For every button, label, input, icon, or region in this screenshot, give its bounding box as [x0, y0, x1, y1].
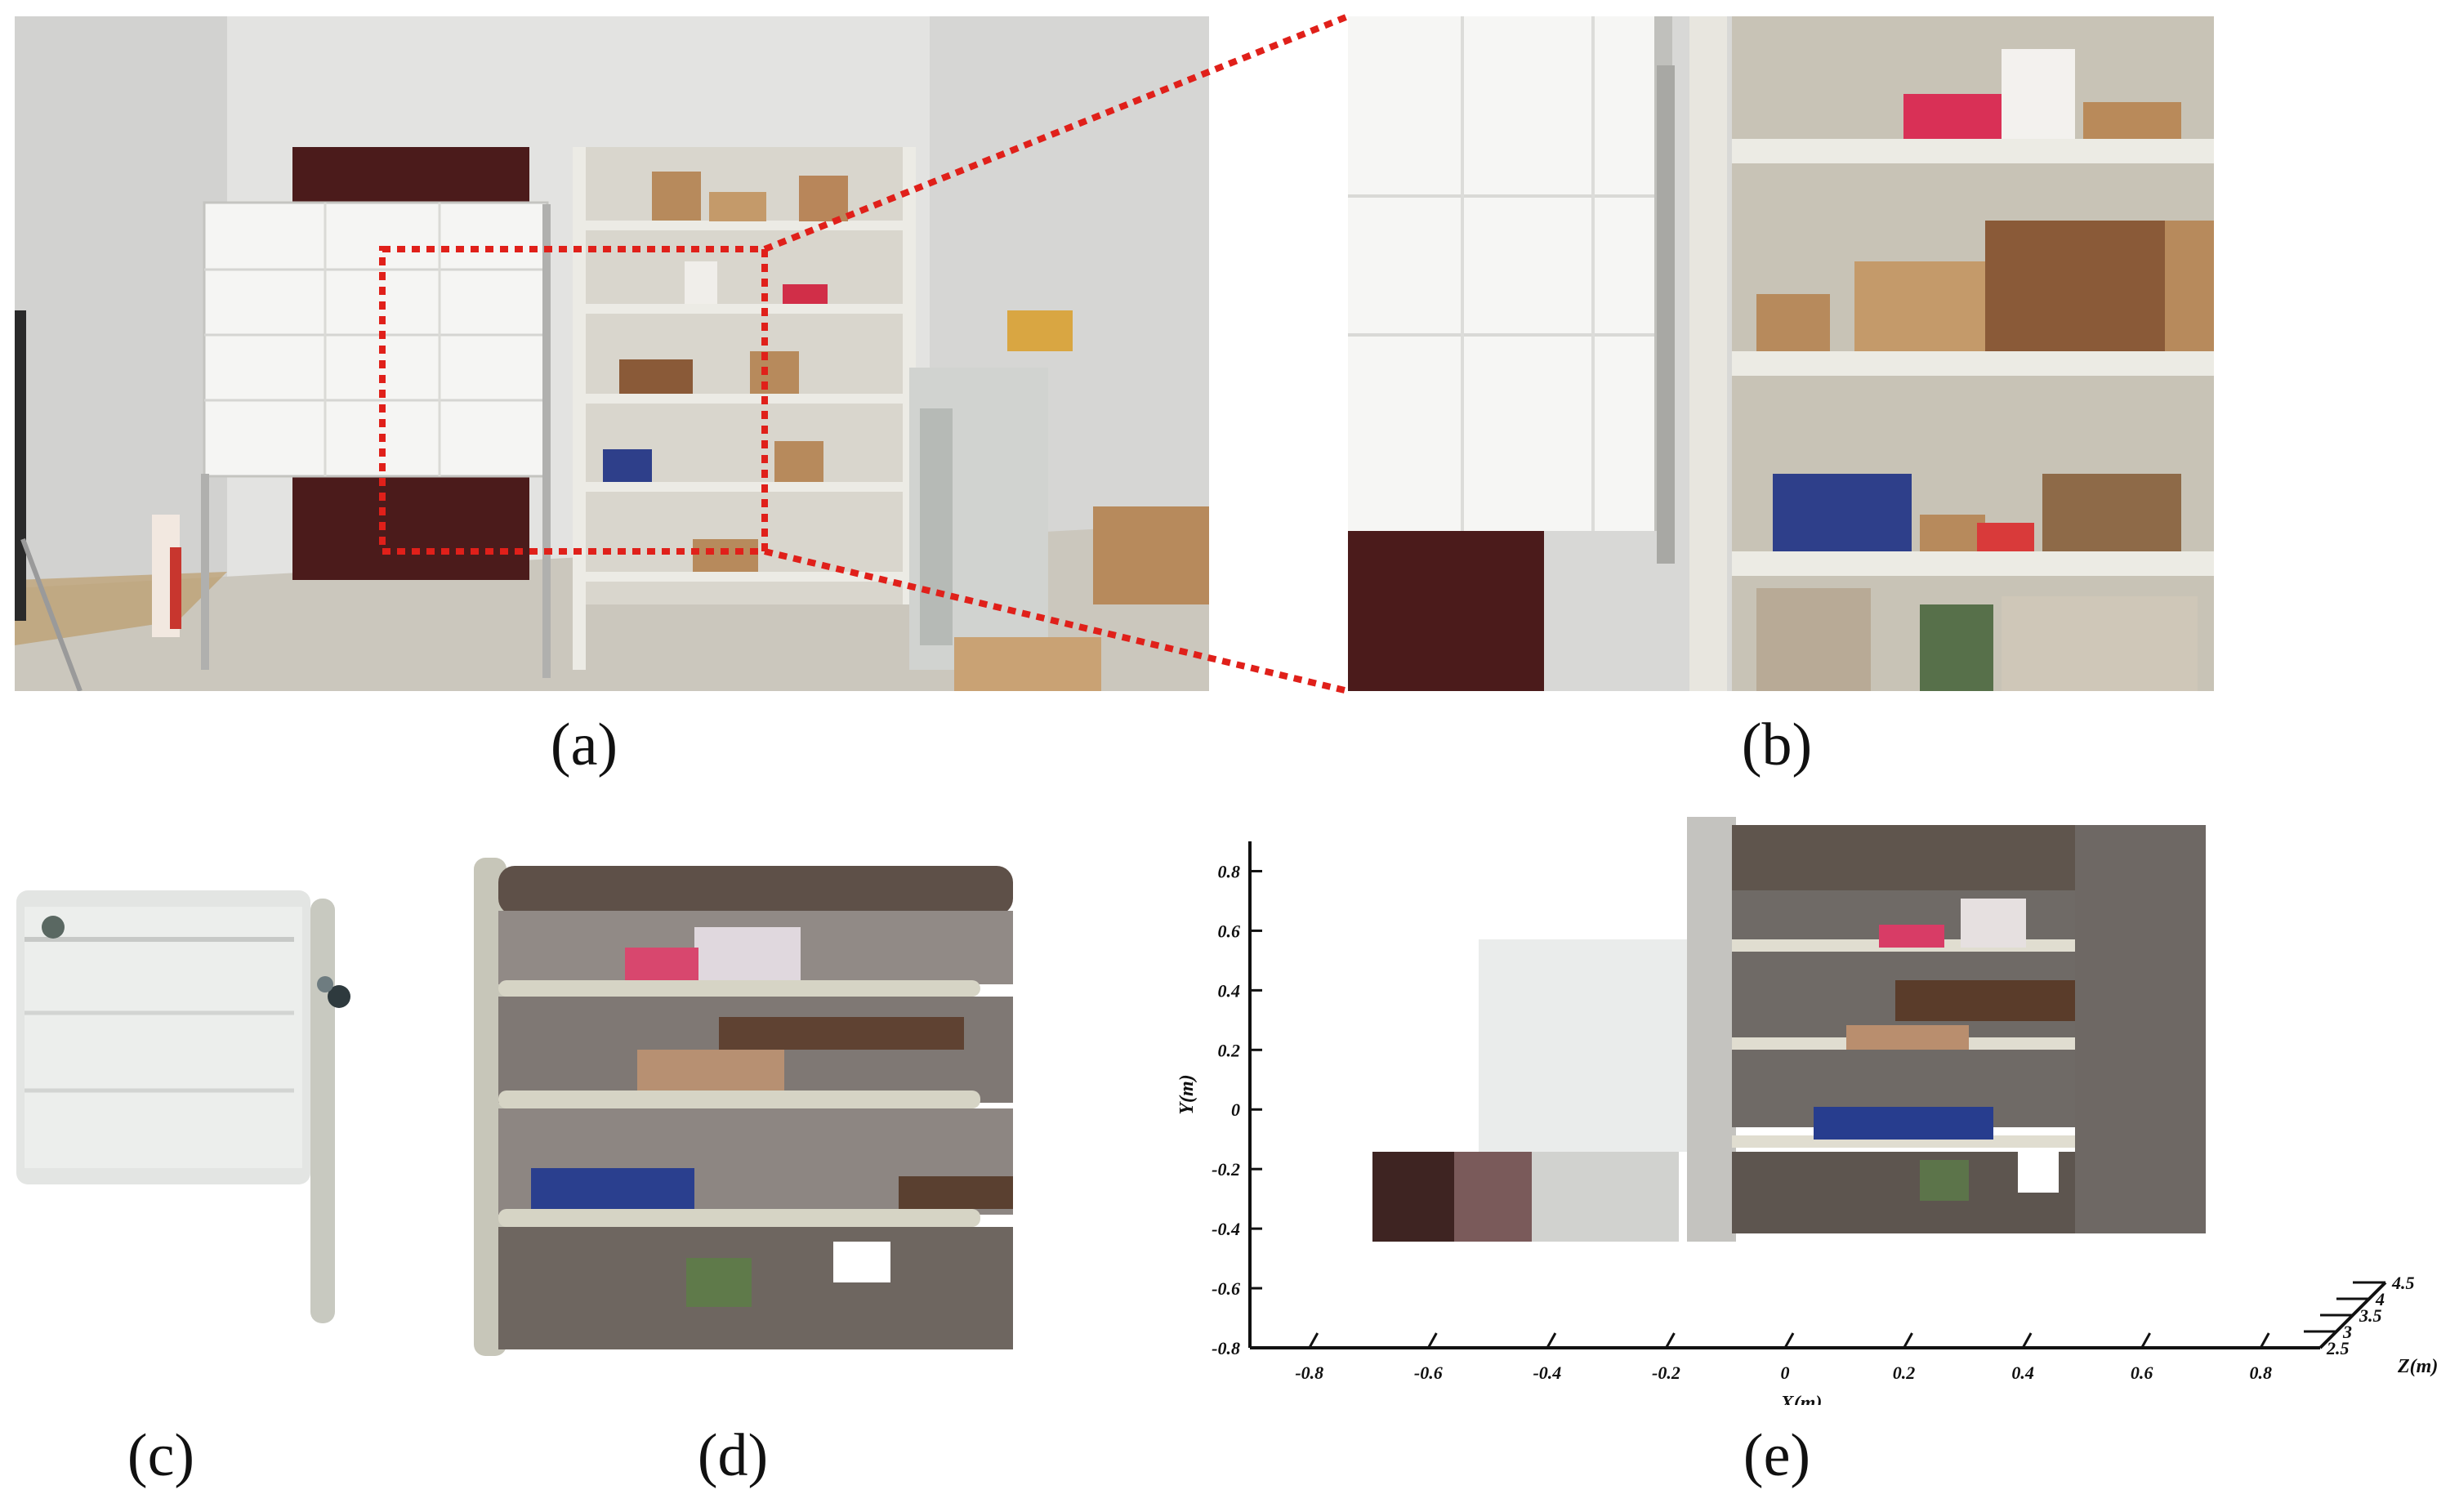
- y-tick-label: 0.4: [1218, 980, 1241, 1001]
- z-tick-label: 4.5: [2391, 1273, 2415, 1293]
- x-tick-mark: [2259, 1332, 2270, 1349]
- y-tick-label: -0.2: [1212, 1159, 1240, 1180]
- y-tick-label: 0.6: [1218, 921, 1241, 941]
- panel-b-zoomed-photo: [1348, 16, 2214, 691]
- caption-e: (e): [1743, 1422, 1811, 1489]
- y-tick-label: 0.8: [1218, 861, 1241, 881]
- x-tick-label: 0.2: [1893, 1363, 1916, 1383]
- z-tick-label: 2.5: [2326, 1338, 2350, 1358]
- panel-e-point-cloud-3d: 0.8 0.6 0.4 0.2 0 -0.2 -0.4 -0.6 -0.8 -0.8 -0.6 -0…: [1144, 792, 2459, 1405]
- y-tick-label: 0: [1231, 1099, 1240, 1120]
- y-tick-label: -0.6: [1212, 1278, 1240, 1299]
- x-tick-mark: [1546, 1332, 1557, 1349]
- x-tick-label: -0.2: [1652, 1363, 1680, 1383]
- x-tick-mark: [1427, 1332, 1438, 1349]
- x-tick-label: 0: [1781, 1363, 1790, 1383]
- x-tick-mark: [2140, 1332, 2151, 1349]
- caption-c: (c): [127, 1422, 195, 1489]
- z-tick-label: 3.5: [2359, 1305, 2382, 1326]
- z-tick-label: 4: [2375, 1289, 2385, 1309]
- caption-a: (a): [550, 711, 618, 778]
- caption-d: (d): [697, 1422, 769, 1489]
- x-tick-label: 0.8: [2249, 1363, 2272, 1383]
- y-tick-label: -0.8: [1212, 1338, 1240, 1358]
- x-tick-mark: [1308, 1332, 1319, 1349]
- x-tick-label: -0.4: [1533, 1363, 1561, 1383]
- x-tick-mark: [1783, 1332, 1795, 1349]
- y-axis-label: Y(m): [1176, 1074, 1198, 1114]
- x-tick-mark: [1903, 1332, 1913, 1349]
- x-axis-label: X(m): [1780, 1393, 1823, 1405]
- z-tick-label: 3: [2342, 1322, 2352, 1342]
- x-tick-label: 0.4: [2011, 1363, 2034, 1383]
- z-axis-label: Z(m): [2397, 1356, 2438, 1377]
- y-tick-label: -0.4: [1212, 1219, 1240, 1239]
- x-tick-label: 0.6: [2131, 1363, 2153, 1383]
- y-tick-label: 0.2: [1218, 1040, 1241, 1060]
- x-tick-label: -0.6: [1414, 1363, 1443, 1383]
- x-tick-mark: [1665, 1332, 1676, 1349]
- caption-b: (b): [1741, 711, 1813, 778]
- panel-d-point-cloud-shelf: [474, 858, 1013, 1364]
- panel-c-point-cloud-board: [16, 890, 359, 1331]
- x-tick-mark: [2021, 1332, 2033, 1349]
- panel-a-scene-photo: [15, 16, 1209, 691]
- x-tick-label: -0.8: [1295, 1363, 1323, 1383]
